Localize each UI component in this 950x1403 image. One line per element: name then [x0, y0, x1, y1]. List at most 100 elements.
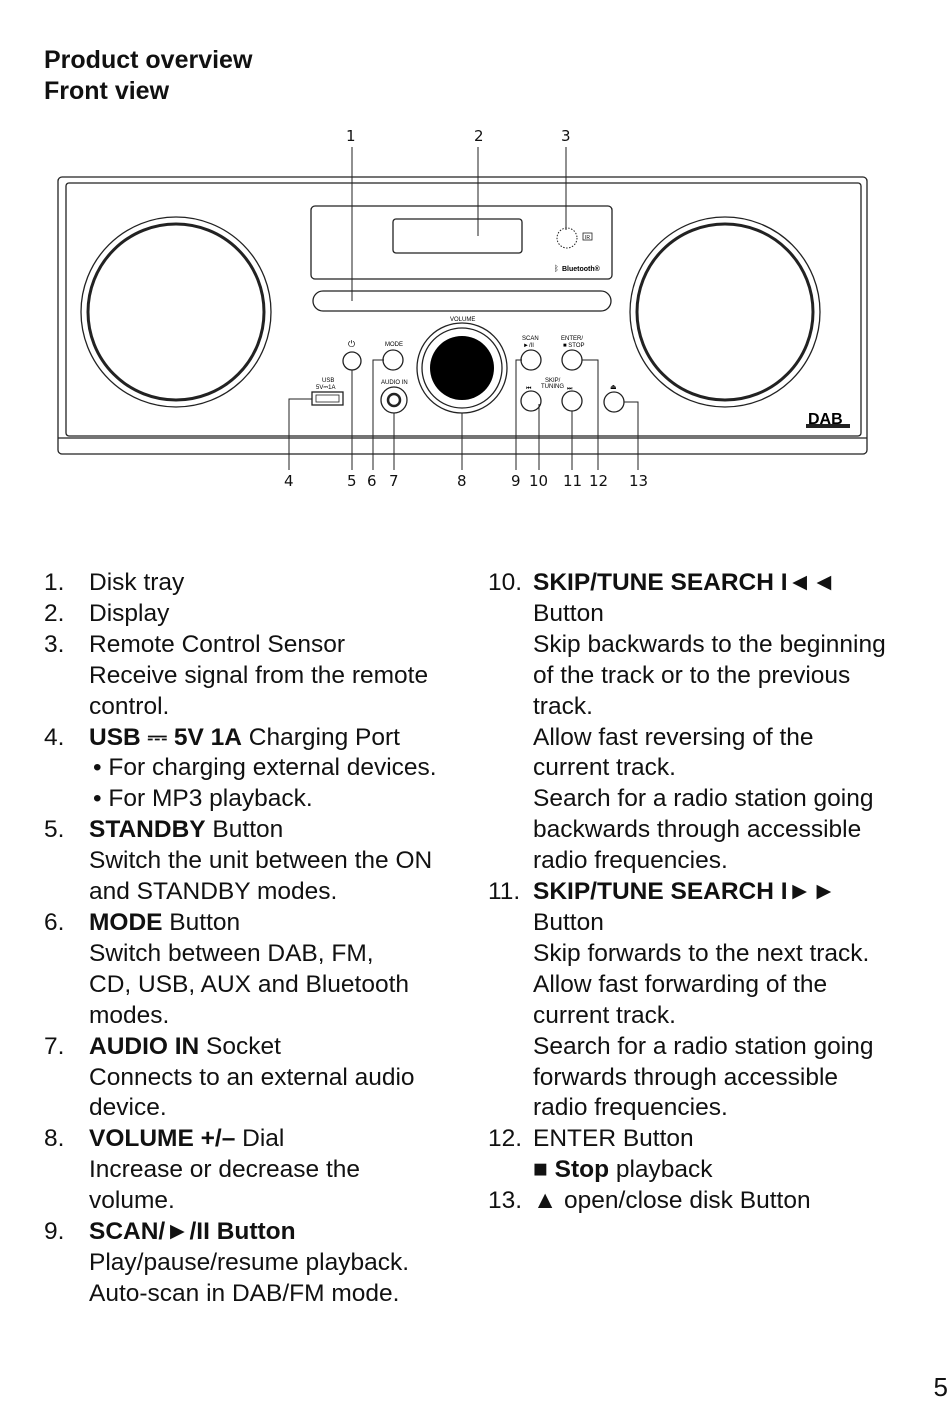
page-title: Product overview — [44, 46, 253, 74]
scan-icon-label: ►/II — [523, 343, 534, 349]
item-line: radio frequencies. — [533, 847, 728, 875]
usb-port[interactable] — [311, 391, 344, 406]
skip-forward-button[interactable] — [561, 390, 583, 412]
display-housing — [310, 205, 613, 280]
scan-play-pause-button[interactable] — [520, 349, 542, 371]
scan-label: SCAN — [522, 336, 539, 342]
left-speaker — [80, 216, 272, 408]
item-number: 6. — [44, 908, 65, 936]
skip-label: SKIP/ — [545, 378, 561, 384]
remote-sensor: IR — [556, 227, 593, 249]
callout-11: 11 — [563, 472, 582, 490]
item-line: forwards through accessible — [533, 1063, 839, 1091]
dab-logo: DAB — [806, 411, 850, 428]
item-number: 12. — [488, 1125, 523, 1153]
item-number: 13. — [488, 1187, 523, 1215]
item-number: 7. — [44, 1032, 65, 1060]
eject-button[interactable] — [603, 391, 625, 413]
item-bullet: • For charging external devices. — [93, 754, 437, 782]
skip-back-button[interactable] — [520, 390, 542, 412]
callout-2: 2 — [474, 127, 484, 145]
item-line: USB ⎓ 5V 1A Charging Port — [89, 723, 400, 751]
page-number: 5 — [933, 1372, 948, 1402]
volume-dial[interactable] — [416, 322, 508, 414]
prev-icon: ⏮ — [526, 386, 532, 392]
callout-12: 12 — [589, 472, 608, 490]
enter-label: ENTER/ — [561, 336, 583, 342]
item-number: 11. — [488, 878, 521, 906]
right-speaker — [629, 216, 821, 408]
item-line: SKIP/TUNE SEARCH I◄◄ — [533, 569, 837, 596]
item-line: CD, USB, AUX and Bluetooth — [89, 970, 410, 998]
item-line: ENTER Button — [533, 1125, 694, 1153]
items-right-column: 10. SKIP/TUNE SEARCH I◄◄ Button Skip backwa… — [488, 568, 938, 1217]
item-line: track. — [533, 692, 593, 720]
item-number: 9. — [44, 1218, 65, 1246]
list-item: 12. ENTER Button ■ Stop playback — [488, 1124, 938, 1186]
item-line: STANDBY Button — [89, 816, 284, 844]
item-line: current track. — [533, 1001, 676, 1029]
list-item: 4.USB ⎓ 5V 1A Charging Port• For chargin… — [44, 723, 474, 816]
item-line: Connects to an external audio — [89, 1063, 415, 1091]
item-line: volume. — [89, 1187, 175, 1215]
audio-in-socket[interactable] — [380, 386, 408, 414]
tuning-label: TUNING — [541, 384, 564, 390]
standby-button[interactable] — [342, 351, 362, 371]
callout-9: 9 — [511, 472, 521, 490]
mode-label: MODE — [385, 342, 403, 348]
item-line: Switch the unit between the ON — [89, 847, 433, 875]
svg-text:IR: IR — [585, 235, 590, 241]
item-line: Skip backwards to the beginning — [533, 630, 886, 658]
item-line: ■ Stop playback — [533, 1156, 713, 1184]
item-line: VOLUME +/– Dial — [89, 1125, 285, 1153]
next-icon: ⏭ — [567, 386, 573, 392]
item-line: Display — [89, 599, 170, 627]
item-line: SKIP/TUNE SEARCH I►► — [533, 878, 837, 906]
item-bullet: • For MP3 playback. — [93, 785, 313, 813]
item-line: radio frequencies. — [533, 1094, 728, 1122]
callout-13: 13 — [629, 472, 648, 490]
item-number: 10. — [488, 569, 523, 596]
item-number: 8. — [44, 1125, 65, 1153]
list-item: 2.Display — [44, 599, 474, 630]
item-line: Button — [533, 908, 604, 936]
item-line: Allow fast forwarding of the — [533, 970, 828, 998]
mode-button[interactable] — [382, 349, 404, 371]
item-line: current track. — [533, 754, 676, 782]
item-line: Skip forwards to the next track. — [533, 939, 870, 967]
item-line: modes. — [89, 1001, 170, 1029]
list-item: 1. Disk tray — [44, 568, 474, 599]
item-line: control. — [89, 692, 170, 720]
item-line: Play/pause/resume playback. — [89, 1248, 410, 1276]
item-line: Receive signal from the remote — [89, 661, 429, 689]
callout-3: 3 — [561, 127, 571, 145]
callout-5: 5 — [347, 472, 357, 490]
disk-tray[interactable] — [312, 290, 612, 312]
item-line: Auto-scan in DAB/FM mode. — [89, 1279, 400, 1307]
item-line: Search for a radio station going — [533, 785, 874, 813]
callout-8: 8 — [457, 472, 467, 490]
item-line: Disk tray — [89, 569, 185, 596]
eject-icon: ⏏ — [610, 384, 617, 391]
front-view-diagram: 1 2 3 IR ᛒ Bluetooth® VOLUME MODE SCAN ►… — [57, 127, 868, 490]
item-line: Switch between DAB, FM, — [89, 939, 374, 967]
audio-in-label: AUDIO IN — [381, 380, 408, 386]
item-line: AUDIO IN Socket — [89, 1032, 281, 1060]
enter-stop-button[interactable] — [561, 349, 583, 371]
item-number: 5. — [44, 816, 65, 844]
item-line: and STANDBY modes. — [89, 878, 338, 906]
item-number: 1. — [44, 569, 65, 596]
list-item: 13.▲ open/close disk Button — [488, 1186, 938, 1217]
callout-1: 1 — [346, 127, 356, 145]
item-number: 3. — [44, 630, 65, 658]
stop-label: ■ STOP — [563, 343, 585, 349]
item-line: Increase or decrease the — [89, 1156, 361, 1184]
